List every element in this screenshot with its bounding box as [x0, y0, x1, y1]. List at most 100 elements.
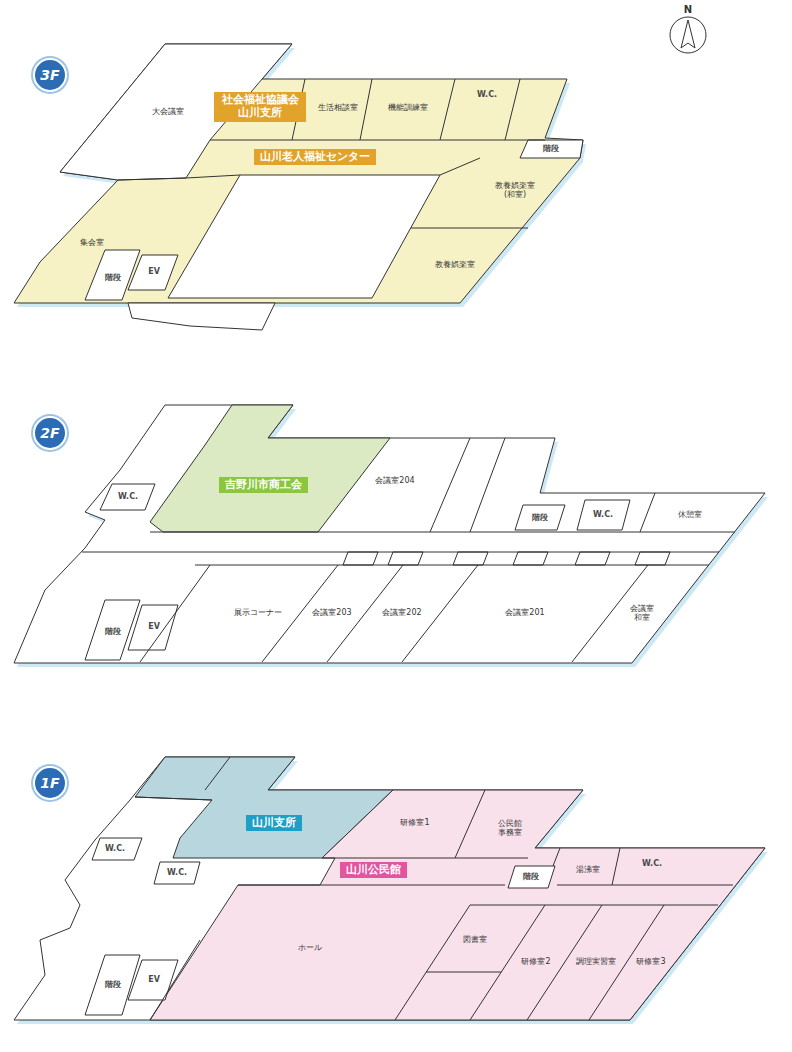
room-text: 階段	[105, 627, 121, 636]
stair-outline	[508, 866, 555, 888]
elevator-outline	[128, 960, 178, 1000]
room-text: 湯沸室	[576, 865, 600, 874]
wall-lines	[118, 79, 545, 228]
room-text: 3F	[40, 67, 59, 83]
room-label: 図書室	[463, 935, 487, 944]
facility-label: 階段	[523, 872, 539, 881]
stair-outline	[85, 600, 140, 660]
facility-label: W.C.	[642, 859, 662, 868]
facility-label: EV	[148, 975, 160, 984]
room-text: 研修室1	[400, 818, 429, 827]
room-text: 2F	[40, 425, 59, 441]
entrance-canopy	[128, 303, 275, 330]
room-label: 展示コーナー	[234, 608, 282, 617]
facility-label: W.C.	[593, 510, 613, 519]
room-label: 会議室201	[505, 608, 544, 617]
room-text: EV	[148, 622, 160, 631]
room-text: EV	[148, 267, 160, 276]
facility-label: 階段	[105, 980, 121, 989]
floor-badge: 1F	[33, 766, 67, 800]
room-text: 大会議室	[152, 107, 184, 116]
toilet-outline	[92, 838, 142, 860]
room-label: 集会室	[80, 238, 104, 247]
room-text: W.C.	[167, 868, 187, 877]
compass-needle	[681, 20, 695, 48]
toilet-outline	[577, 500, 630, 530]
compass-letter: N	[684, 4, 692, 15]
courtyard	[168, 175, 440, 298]
room-label: 教養娯楽室	[435, 260, 475, 269]
room-text: 教養娯楽室 (和室)	[492, 181, 538, 199]
room-text: 会議室203	[312, 608, 351, 617]
room-text: W.C.	[105, 844, 125, 853]
room-text: W.C.	[593, 510, 613, 519]
room-text: 研修室2	[521, 957, 550, 966]
room-text: 社会福祉協議会 山川支所	[220, 94, 300, 119]
toilet-outline	[154, 862, 200, 884]
room-text: 山川支所	[252, 817, 296, 830]
room-text: 研修室3	[636, 957, 665, 966]
toilet-outline	[100, 484, 155, 510]
room-label: 会議室204	[375, 476, 414, 485]
zone-label: 吉野川市商工会	[219, 477, 308, 494]
room-text: 会議室 和室	[629, 604, 655, 622]
room-text: 機能訓練室	[388, 103, 428, 112]
room-text: 階段	[523, 872, 539, 881]
room-text: ホール	[298, 943, 322, 952]
zone-label: 山川公民館	[340, 862, 407, 879]
elevator-outline	[128, 255, 178, 290]
facility-label: W.C.	[167, 868, 187, 877]
room-text: 会議室204	[375, 476, 414, 485]
stair-outline	[85, 250, 140, 300]
room-text: 1F	[40, 775, 59, 791]
room-text: W.C.	[118, 492, 138, 501]
room-text: 展示コーナー	[234, 608, 282, 617]
facility-label: W.C.	[105, 844, 125, 853]
room-text: 生活相談室	[318, 103, 358, 112]
room-label: 研修室1	[400, 818, 429, 827]
floor-badge: 3F	[33, 58, 67, 92]
facility-label: W.C.	[477, 90, 497, 99]
floor-outline	[14, 405, 765, 663]
room-label: 会議室203	[312, 608, 351, 617]
stair-outline	[85, 955, 140, 1015]
room-label: 教養娯楽室 (和室)	[492, 181, 538, 199]
zone-label: 山川支所	[246, 815, 302, 832]
zone-label: 山川老人福祉センター	[254, 149, 376, 166]
room-label: 生活相談室	[318, 103, 358, 112]
stair-outline	[515, 505, 565, 530]
facility-label: 階段	[105, 273, 121, 282]
room-label: 湯沸室	[576, 865, 600, 874]
room-label: 研修室3	[636, 957, 665, 966]
room-label: 休憩室	[678, 510, 702, 519]
room-label: 大会議室	[152, 107, 184, 116]
compass-ring	[670, 17, 706, 53]
room-text: 図書室	[463, 935, 487, 944]
room-text: EV	[148, 975, 160, 984]
room-label: 公民館 事務室	[492, 819, 528, 837]
room-text: 休憩室	[678, 510, 702, 519]
tenant-area	[150, 405, 390, 532]
room-text: 集会室	[80, 238, 104, 247]
stair-outline	[520, 140, 583, 158]
room-text: 山川老人福祉センター	[260, 151, 370, 164]
zone-label: 社会福祉協議会 山川支所	[214, 92, 306, 121]
room-text: 調理実習室	[576, 957, 616, 966]
facility-label: EV	[148, 622, 160, 631]
room-text: 階段	[543, 144, 559, 153]
room-text: 階段	[105, 273, 121, 282]
room-label: 会議室202	[382, 608, 421, 617]
room-label: 機能訓練室	[388, 103, 428, 112]
room-text: 吉野川市商工会	[225, 479, 302, 492]
wall-lines	[82, 438, 735, 662]
room-text: 会議室201	[505, 608, 544, 617]
facility-label: EV	[148, 267, 160, 276]
room-label: 研修室2	[521, 957, 550, 966]
room-text: W.C.	[642, 859, 662, 868]
room-text: W.C.	[477, 90, 497, 99]
wall-lines	[135, 757, 733, 1020]
facility-label: W.C.	[118, 492, 138, 501]
storage-boxes	[343, 552, 670, 565]
